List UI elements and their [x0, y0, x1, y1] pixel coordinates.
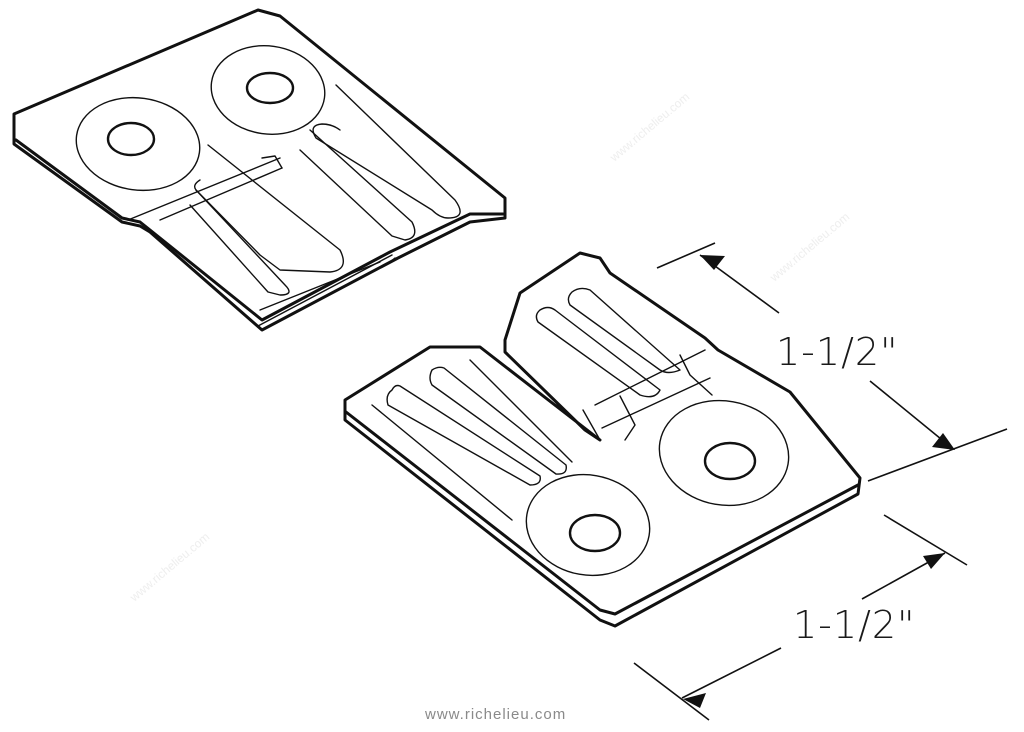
dimension-width-label: 1-1/2": [793, 603, 916, 647]
dimension-width: [633, 514, 968, 721]
lower-plate: [343, 251, 862, 628]
upper-plate: [12, 8, 507, 332]
dimension-height: [656, 242, 1008, 482]
footer-website: www.richelieu.com: [425, 706, 567, 723]
dimension-height-label: 1-1/2": [776, 330, 899, 374]
